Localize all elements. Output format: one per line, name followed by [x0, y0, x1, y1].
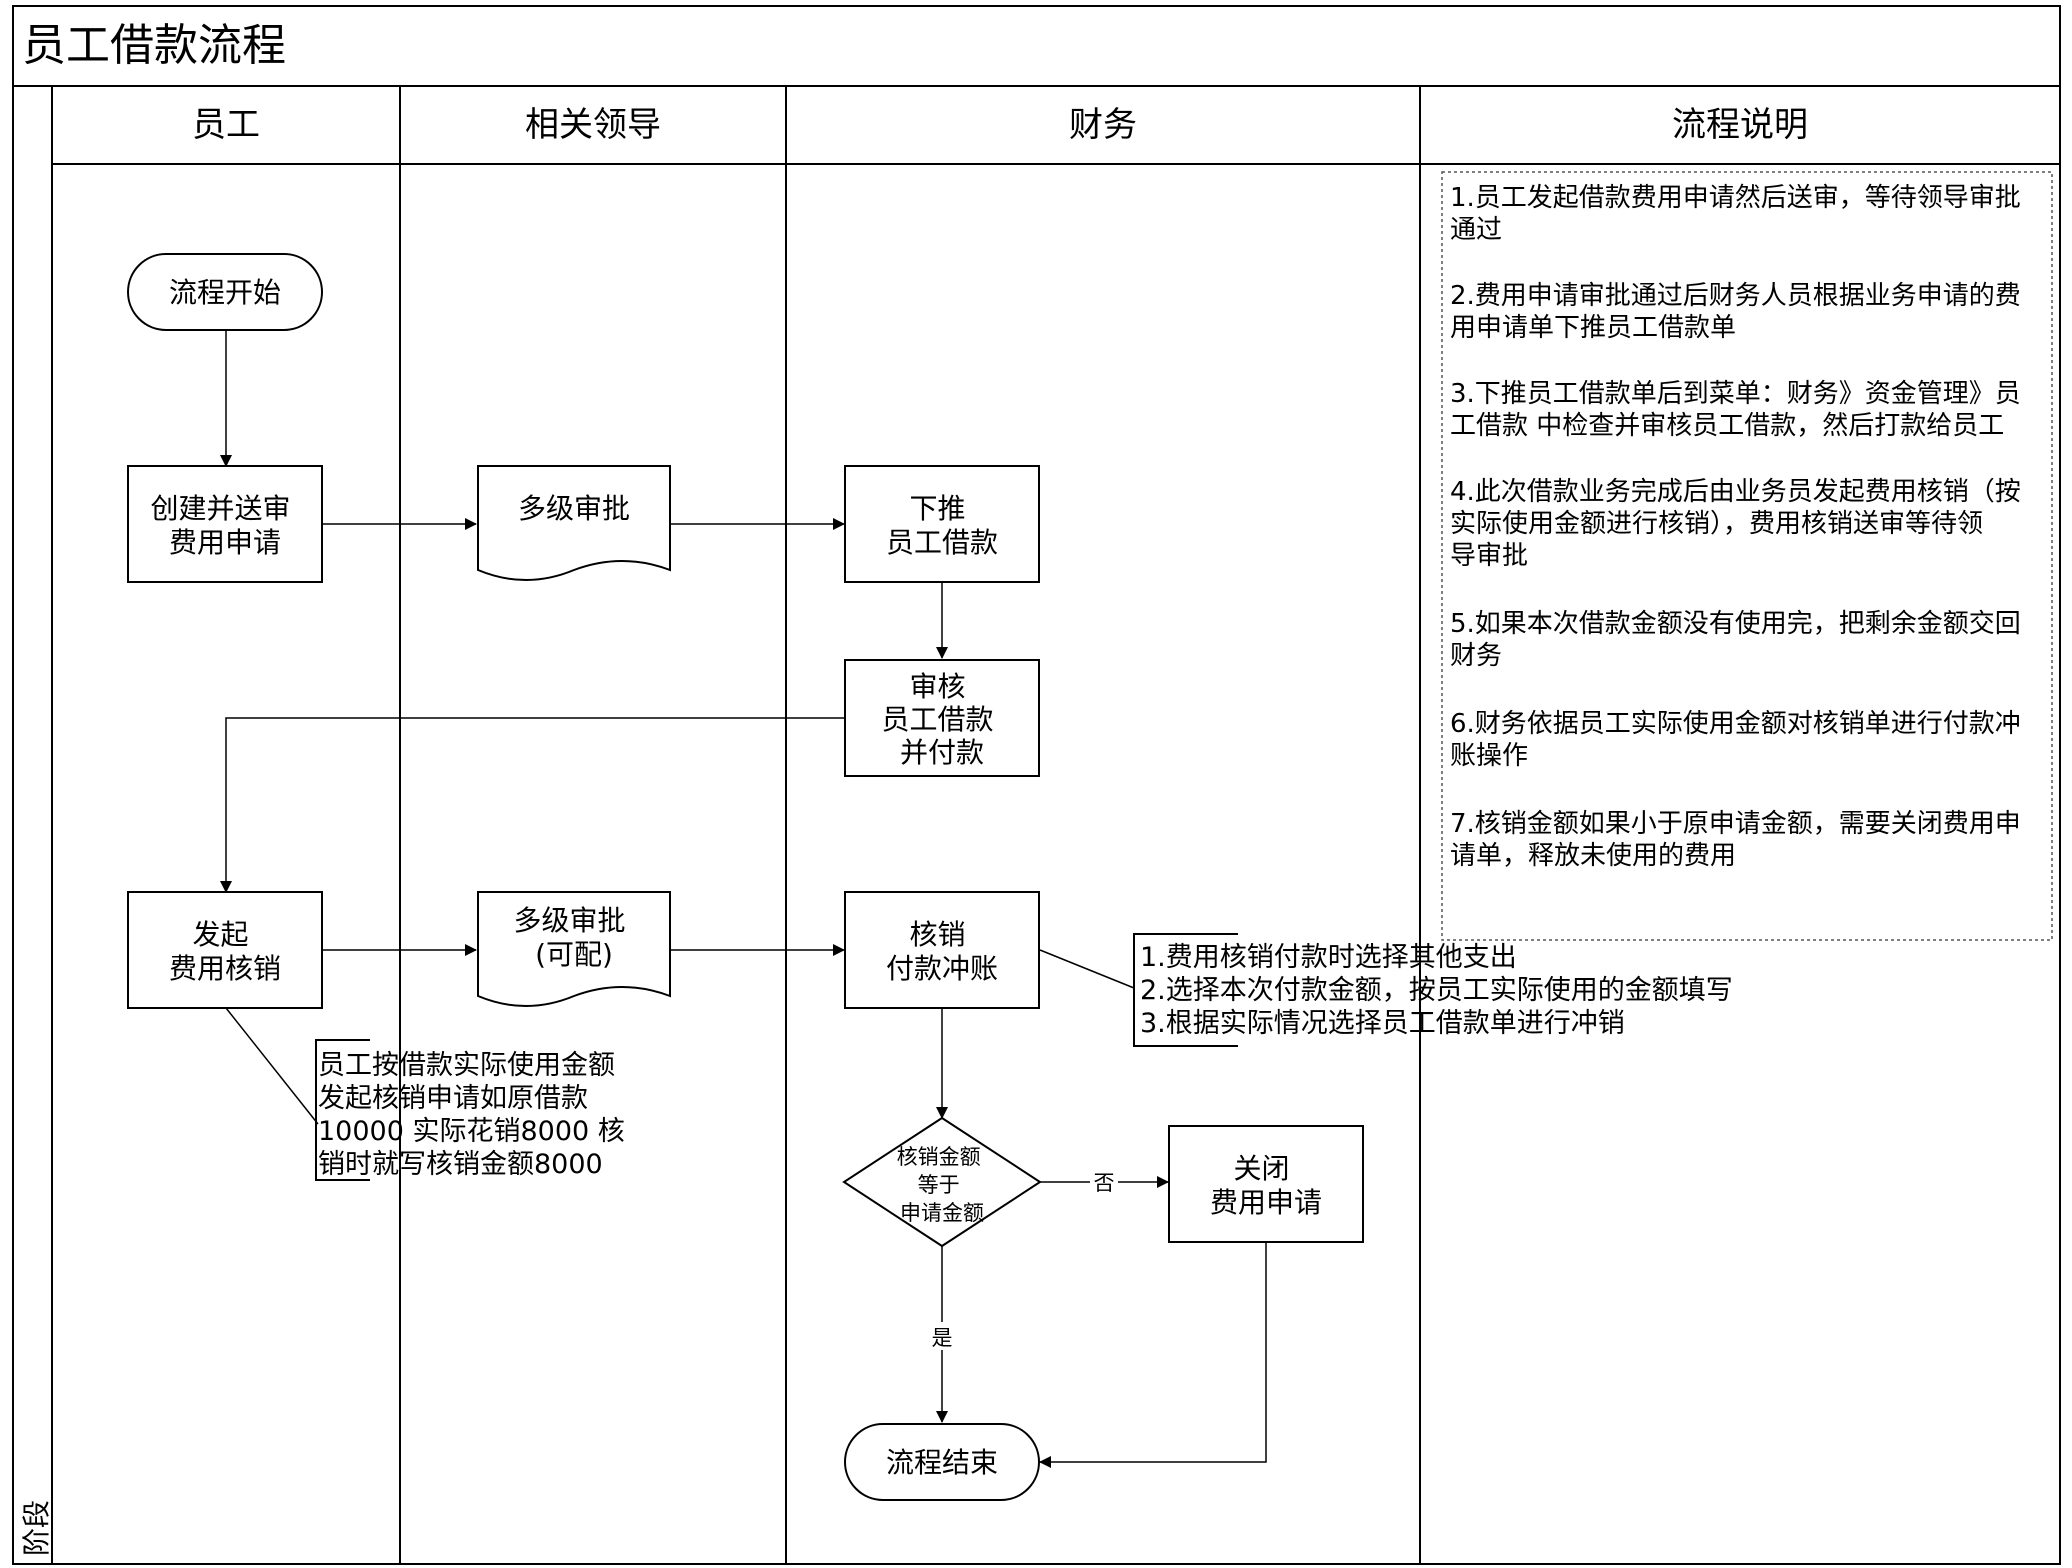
svg-text:审核 员工借款 并付款: 审核 员工借款 并付款 [882, 670, 1003, 769]
writeoff-line-2: 付款冲账 [886, 952, 998, 985]
edge-close-end [1039, 1242, 1267, 1468]
process-description: 1.员工发起借款费用申请然后送审，等待领导审批 通过 2.费用申请审批通过后财务… [1441, 171, 2053, 941]
create-line-1: 创建并送审 [151, 492, 291, 525]
close-line-2: 费用申请 [1210, 1186, 1322, 1219]
desc-7-line-1: 7.核销金额如果小于原申请金额，需要关闭费用申 [1450, 809, 2021, 839]
lane-header-finance: 财务 [1069, 105, 1137, 145]
lane-header-employee: 员工 [192, 105, 260, 145]
employee-note-line-3: 10000 实际花销8000 核 [318, 1116, 625, 1147]
desc-2-line-1: 2.费用申请审批通过后财务人员根据业务申请的费 [1450, 281, 2021, 311]
lane-header-leader: 相关领导 [525, 105, 661, 145]
document-approval-1: 多级审批 [477, 465, 671, 581]
review-line-3: 并付款 [900, 736, 984, 769]
employee-note-line-1: 员工按借款实际使用金额 [318, 1050, 615, 1081]
edge-label-yes: 是 [932, 1326, 953, 1350]
document-approval-2: 多级审批 (可配) [477, 891, 671, 1007]
swimlane-grid [12, 5, 2061, 1565]
push-line-2: 员工借款 [886, 526, 998, 559]
desc-6-line-1: 6.财务依据员工实际使用金额对核销单进行付款冲 [1450, 709, 2021, 739]
decision-amount-equal: 核销金额 等于 申请金额 [842, 1116, 1042, 1248]
svg-text:下推 员工借款: 下推 员工借款 [886, 492, 998, 559]
annotation-line-employee [225, 1007, 319, 1125]
description-box [1441, 171, 2053, 941]
desc-3-line-2: 工借款 中检查并审核员工借款，然后打款给员工 [1450, 411, 2004, 441]
stage-label: 阶段 [20, 1500, 53, 1556]
svg-text:核销金额 等于 申请金额: 核销金额 等于 申请金额 [897, 1145, 988, 1225]
end-terminator: 流程结束 [844, 1423, 1040, 1501]
desc-5-line-2: 财务 [1450, 641, 1502, 671]
review-line-2: 员工借款 [882, 703, 994, 736]
svg-text:关闭 费用申请: 关闭 费用申请 [1210, 1152, 1322, 1219]
svg-text:发起 费用核销: 发起 费用核销 [169, 918, 281, 985]
process-push-loan: 下推 员工借款 [844, 465, 1040, 583]
process-create-request: 创建并送审 费用申请 [127, 465, 323, 583]
edge-label-no: 否 [1094, 1171, 1115, 1195]
annotation-line-finance [1039, 949, 1135, 989]
finance-note-line-2: 2.选择本次付款金额，按员工实际使用的金额填写 [1140, 975, 1733, 1006]
desc-7-line-2: 请单，释放未使用的费用 [1450, 841, 1736, 871]
finance-annotation: 1.费用核销付款时选择其他支出 2.选择本次付款金额，按员工实际使用的金额填写 … [1133, 933, 1741, 1047]
desc-1-line-1: 1.员工发起借款费用申请然后送审，等待领导审批 [1450, 183, 2021, 213]
employee-note-line-2: 发起核销申请如原借款 [318, 1083, 588, 1114]
employee-note-line-4: 销时就写核销金额8000 [318, 1149, 603, 1180]
decision-line-3: 申请金额 [900, 1201, 984, 1225]
process-close-request: 关闭 费用申请 [1168, 1125, 1364, 1243]
desc-2-line-2: 用申请单下推员工借款单 [1450, 313, 1736, 343]
approve1-label: 多级审批 [518, 492, 630, 525]
process-writeoff-payment: 核销 付款冲账 [844, 891, 1040, 1009]
svg-text:多级审批 (可配): 多级审批 (可配) [514, 904, 635, 971]
process-initiate-writeoff: 发起 费用核销 [127, 891, 323, 1009]
desc-4-line-1: 4.此次借款业务完成后由业务员发起费用核销（按 [1450, 477, 2021, 507]
initiate-line-2: 费用核销 [169, 952, 281, 985]
desc-4-line-2: 实际使用金额进行核销），费用核销送审等待领 [1450, 509, 1983, 539]
lane-headers: 员工 相关领导 财务 流程说明 [192, 105, 1808, 145]
desc-4-line-3: 导审批 [1450, 541, 1528, 571]
end-label: 流程结束 [886, 1446, 998, 1479]
connectors [220, 330, 1267, 1468]
desc-3-line-1: 3.下推员工借款单后到菜单：财务》资金管理》员 [1450, 379, 2021, 409]
svg-text:核销 付款冲账: 核销 付款冲账 [886, 918, 998, 985]
start-terminator: 流程开始 [127, 253, 323, 331]
lane-header-description: 流程说明 [1672, 105, 1808, 145]
desc-5-line-1: 5.如果本次借款金额没有使用完，把剩余金额交回 [1450, 609, 2021, 639]
close-line-1: 关闭 [1234, 1152, 1290, 1185]
svg-text:1.员工发起借款费用申请然后送审，等待领导审批: 1.员工发起借款费用申请然后送审，等待领导审批 通过 2.费用申请审批通过后财务… [1450, 183, 2029, 871]
edge-label-yes-bg [928, 1322, 956, 1350]
initiate-line-1: 发起 [193, 918, 249, 951]
process-review-pay: 审核 员工借款 并付款 [844, 659, 1040, 777]
employee-annotation: 员工按借款实际使用金额 发起核销申请如原借款 10000 实际花销8000 核 … [315, 1039, 633, 1181]
svg-text:创建并送审 费用申请: 创建并送审 费用申请 [151, 492, 300, 559]
svg-text:员工按借款实际使用金额 发起核销申请如原借款: 员工按借款实际使用金额 发起核销申请如原借款 10000 实际花销8000 核 … [318, 1050, 633, 1180]
approve2-line-1: 多级审批 [514, 904, 626, 937]
finance-note-line-1: 1.费用核销付款时选择其他支出 [1140, 942, 1517, 973]
review-line-1: 审核 [910, 670, 966, 703]
edge-review-initiate [220, 717, 844, 893]
push-line-1: 下推 [910, 492, 966, 525]
finance-note-line-3: 3.根据实际情况选择员工借款单进行冲销 [1140, 1008, 1625, 1039]
svg-text:1.费用核销付款时选择其他支出 2.选择本次付款: 1.费用核销付款时选择其他支出 2.选择本次付款金额，按员工实际使用的金额填写 … [1140, 942, 1741, 1039]
create-line-2: 费用申请 [169, 526, 281, 559]
decision-line-2: 等于 [918, 1173, 960, 1197]
approve2-line-2: (可配) [535, 938, 613, 971]
writeoff-line-1: 核销 [910, 918, 966, 951]
desc-6-line-2: 账操作 [1450, 741, 1528, 771]
page-title: 员工借款流程 [22, 20, 286, 71]
desc-1-line-2: 通过 [1450, 215, 1502, 245]
start-label: 流程开始 [169, 276, 281, 309]
decision-line-1: 核销金额 [897, 1145, 981, 1169]
edge-label-no-bg [1090, 1168, 1118, 1196]
